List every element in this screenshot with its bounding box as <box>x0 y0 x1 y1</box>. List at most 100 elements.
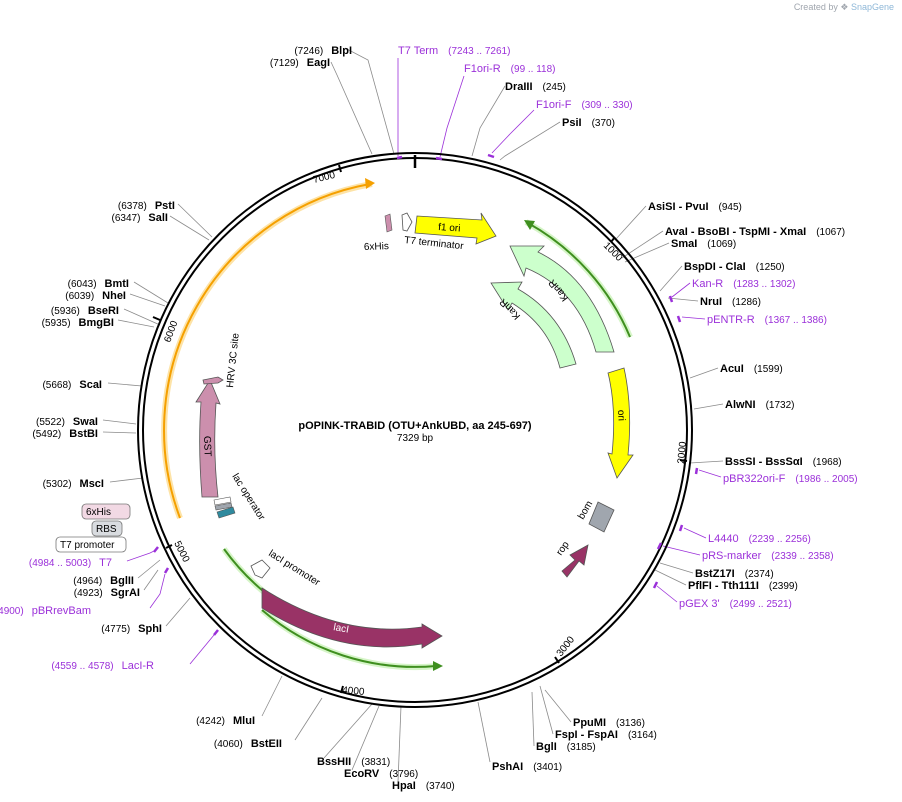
primer-pgex-3-leader <box>656 585 678 603</box>
tick-2000 <box>679 459 688 462</box>
kanr-arrow-inner <box>490 281 577 369</box>
enzyme-psii-position: (370) <box>592 118 615 129</box>
enzyme-asisi-pvui-position: (945) <box>719 202 742 213</box>
enzyme-bmti-leader <box>133 281 169 304</box>
green-annotation-arc-kanr-line <box>527 222 631 338</box>
primer-t7-term-label: T7 Term(7243 .. 7261) <box>398 45 510 57</box>
enzyme-avai-bsobi-tspmi-xmai-position: (1067) <box>816 227 845 238</box>
primer-pbr322ori-f-label: pBR322ori-F(1986 .. 2005) <box>723 473 858 485</box>
enzyme-draiii-name: DraIII <box>505 81 533 93</box>
6xhis-box <box>81 503 131 520</box>
primer-mark-prs-marker <box>656 542 663 550</box>
enzyme-psii-leader <box>499 121 561 161</box>
primer-laci-r-position: (4559 .. 4578) <box>51 661 113 672</box>
enzyme-bstbi-leader <box>102 431 137 434</box>
gst-arrow <box>195 379 221 498</box>
laci-promoter-label: lacI promoter <box>266 548 322 589</box>
enzyme-bstz17i-position: (2374) <box>745 569 774 580</box>
enzyme-bmti-position: (6043) <box>68 279 97 290</box>
6xhis-top-mark <box>384 213 393 233</box>
tick-5000 <box>165 544 173 549</box>
rbs-box-label: RBS <box>96 524 117 535</box>
orange-annotation-arc <box>161 181 373 520</box>
enzyme-psti-leader <box>177 203 213 238</box>
primer-pbrrevbam-name: pBRrevBam <box>32 605 91 617</box>
enzyme-sphi-label: (4775)SphI <box>101 623 162 635</box>
tick-4000 <box>340 685 344 694</box>
green-annotation-arrowhead-laci <box>433 661 443 671</box>
enzyme-bmti-label: (6043) BmtI <box>68 278 129 290</box>
lac-operator-mark <box>216 506 236 519</box>
ori-label: ori <box>615 410 627 422</box>
enzyme-eagi-name: EagI <box>307 57 330 69</box>
primer-pgex-3-label: pGEX 3' (2499 .. 2521) <box>679 598 792 610</box>
enzyme-bstz17i-name: BstZ17I <box>695 568 735 580</box>
enzyme-scai-position: (5668) <box>42 380 71 391</box>
laci-arrow <box>261 587 443 649</box>
leader-lines <box>102 47 724 783</box>
primer-t7-name: T7 <box>99 557 112 569</box>
enzyme-mlui-name: MluI <box>233 715 255 727</box>
enzyme-eagi-position: (7129) <box>270 58 299 69</box>
enzyme-smai-label: SmaI(1069) <box>671 238 736 250</box>
primer-mark-t7term <box>396 155 403 160</box>
enzyme-bgli-position: (3185) <box>567 742 596 753</box>
primer-f1ori-r-leader <box>439 75 465 158</box>
primer-mark-f1ori-f <box>487 153 495 159</box>
primer-pgex-3-position: (2499 .. 2521) <box>730 599 792 610</box>
enzyme-pshai-name: PshAI <box>492 761 523 773</box>
enzyme-msci-leader <box>109 477 144 483</box>
enzyme-bstbi-label: (5492)BstBI <box>32 428 98 440</box>
enzyme-msci-label: (5302)MscI <box>43 478 104 490</box>
enzyme-bspdi-clai-leader <box>659 265 683 292</box>
primer-l4440-leader <box>683 527 707 539</box>
enzyme-bglii-leader <box>137 559 161 579</box>
enzyme-ppumi-leader <box>544 689 572 723</box>
enzyme-fspi-fspai-leader <box>539 685 554 735</box>
enzyme-bsteii-label: (4060)BstEII <box>214 738 282 750</box>
tick-label-3000: 3000 <box>555 634 578 659</box>
enzyme-bglii-position: (4964) <box>73 576 102 587</box>
rbs-box <box>91 520 123 537</box>
primer-f1ori-f-label: F1ori-F(309 .. 330) <box>536 99 633 111</box>
rbs-mark <box>214 502 233 511</box>
enzyme-bsteii-position: (4060) <box>214 739 243 750</box>
tick-label-7000: 7000 <box>312 170 337 186</box>
enzyme-bgli-name: BglI <box>536 741 557 753</box>
enzyme-bseri-leader <box>123 308 161 326</box>
primer-f1ori-r-position: (99 .. 118) <box>511 64 556 75</box>
enzyme-bstbi-name: BstBI <box>69 428 98 440</box>
enzyme-bmti-name: BmtI <box>105 278 129 290</box>
enzyme-bsshii-name: BssHII <box>317 756 351 768</box>
enzyme-pshai-position: (3401) <box>533 762 562 773</box>
rop-arrow <box>561 544 589 578</box>
enzyme-alwni-position: (1732) <box>766 400 795 411</box>
enzyme-smai-leader <box>624 242 670 263</box>
enzyme-scai-label: (5668)ScaI <box>42 379 102 391</box>
enzyme-hpai-leader <box>397 705 402 783</box>
enzyme-draiii-position: (245) <box>543 82 566 93</box>
primer-mark-laci-r <box>213 629 219 636</box>
primer-pgex-3-name: pGEX 3' <box>679 598 720 610</box>
primer-pentr-r-leader <box>681 316 706 320</box>
enzyme-alwni-name: AlwNI <box>725 399 756 411</box>
hrv-3c-site-arrow <box>202 376 224 385</box>
t7-terminator-label: T7 terminator <box>404 235 465 252</box>
primer-f1ori-r-label: F1ori-R(99 .. 118) <box>464 63 556 75</box>
primer-mark-pbrrevbam <box>163 567 170 574</box>
enzyme-sgrai-name: SgrAI <box>111 587 140 599</box>
enzyme-msci-name: MscI <box>80 478 104 490</box>
enzyme-ecorv-label: EcoRV(3796) <box>344 768 418 780</box>
boxed-labels: 6xHis RBS T7 promoter <box>55 503 131 553</box>
enzyme-bmgbi-label: (5935)BmgBI <box>42 317 114 329</box>
enzyme-bsssi-bsss-i-leader <box>689 460 724 464</box>
enzyme-hpai-position: (3740) <box>426 781 455 792</box>
primer-pbrrevbam-label: (4881 .. 4900)pBRrevBam <box>0 605 91 617</box>
enzyme-hpai-name: HpaI <box>392 780 416 792</box>
enzyme-pflfi-tth111i-label: PflFI - Tth111I(2399) <box>688 580 798 592</box>
snapgene-watermark: Created by ❖ SnapGene <box>794 2 894 13</box>
enzyme-swai-leader <box>102 419 137 425</box>
primer-prs-marker-name: pRS-marker <box>702 550 762 562</box>
enzyme-bglii-name: BglII <box>110 575 134 587</box>
lac-operator-label: lac operator <box>229 472 267 523</box>
